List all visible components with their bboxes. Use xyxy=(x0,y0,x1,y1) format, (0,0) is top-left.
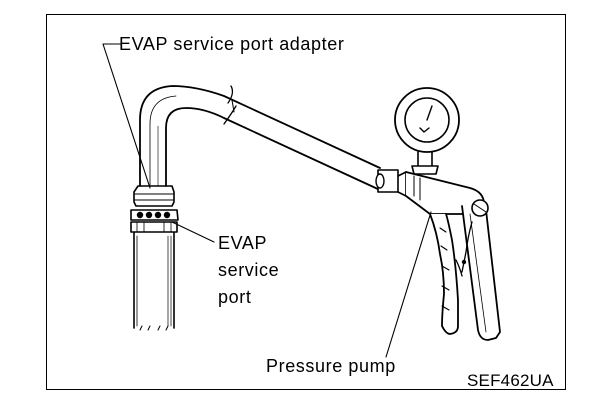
evap-service-port xyxy=(133,231,175,331)
label-port-line-2: service xyxy=(218,260,280,280)
hose xyxy=(139,85,381,191)
label-port-line-1: EVAP xyxy=(218,233,268,253)
pressure-gauge xyxy=(394,87,460,175)
pressure-pump xyxy=(375,169,501,341)
label-port-line-3: port xyxy=(218,287,252,307)
label-pressure-pump: Pressure pump xyxy=(266,356,396,376)
label-evap-service-port: EVAP service port xyxy=(218,230,279,311)
leader-lines xyxy=(102,43,432,358)
label-evap-service-port-adapter: EVAP service port adapter xyxy=(119,34,345,54)
figure-code: SEF462UA xyxy=(467,371,554,390)
evap-service-port-adapter xyxy=(130,185,179,233)
